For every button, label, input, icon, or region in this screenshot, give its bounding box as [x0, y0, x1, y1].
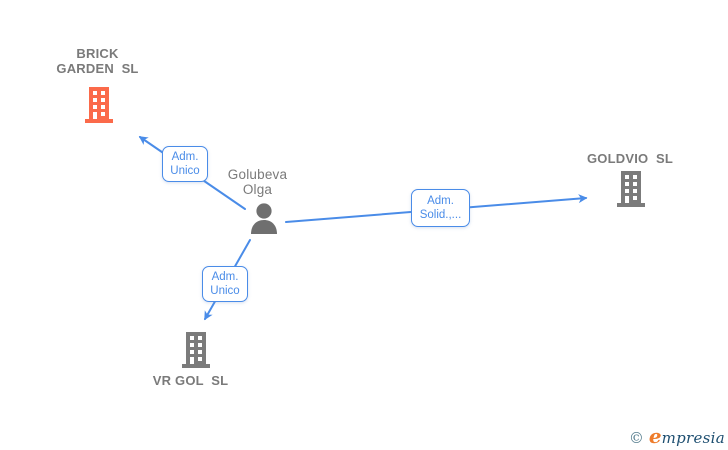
company-label-vr-gol[interactable]: VR GOL SL	[152, 373, 229, 388]
person-icon[interactable]	[246, 203, 282, 234]
person-label-golubeva-olga[interactable]: Golubeva Olga	[227, 167, 288, 197]
building-icon-brick-garden[interactable]	[84, 86, 114, 124]
edge-label-adm-solid-goldvio: Adm. Solid.,...	[411, 189, 470, 227]
empresia-logo-text: mpresia	[661, 429, 725, 447]
company-label-goldvio[interactable]: GOLDVIO SL	[587, 151, 673, 166]
empresia-logo-e: e	[648, 424, 662, 448]
edge-label-adm-unico-vr-gol: Adm. Unico	[202, 266, 248, 302]
building-icon-vr-gol[interactable]	[181, 331, 211, 369]
copyright-icon: ©	[628, 429, 644, 447]
company-label-brick-garden[interactable]: BRICK GARDEN SL	[56, 46, 139, 76]
edge-label-adm-unico-brick-garden: Adm. Unico	[162, 146, 208, 182]
empresia-logo: © e mpresia	[629, 426, 725, 447]
building-icon-goldvio[interactable]	[616, 170, 646, 208]
